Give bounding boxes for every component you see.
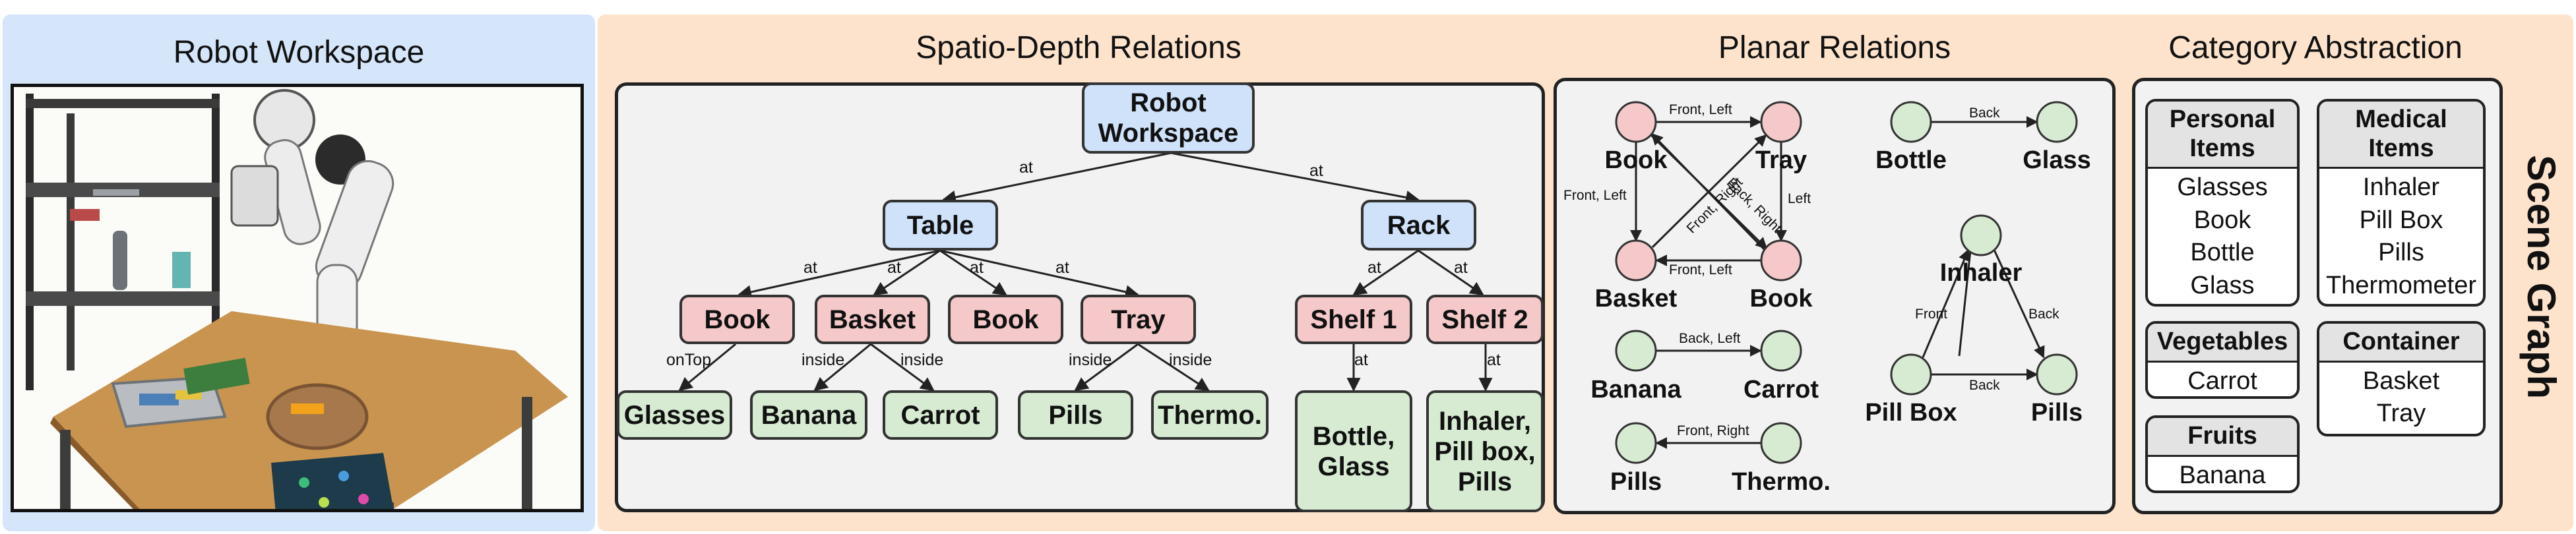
planar-edge-label: Front, Right: [1677, 423, 1749, 438]
planar-edge-label: Back: [1969, 105, 2000, 121]
planar-node-tray: Tray: [1755, 146, 1807, 174]
category-item: Banana: [2179, 461, 2266, 489]
table-objects-illustration: [111, 357, 394, 509]
category-item: Pill Box: [2359, 206, 2443, 234]
planar-node-pills: Pills: [1610, 468, 1662, 496]
category-item: Bottle: [2190, 239, 2255, 267]
planar-edge-label: Front: [1915, 307, 1948, 322]
category-card: Fruits Banana: [2145, 415, 2300, 493]
category-card: Medical Items Inhaler Pill Box Pills The…: [2317, 99, 2486, 307]
planar-node-book: Book: [1749, 285, 1813, 312]
node-book: Book: [679, 295, 795, 344]
category-card: Vegetables Carrot: [2145, 321, 2300, 399]
edge-label-ontop: onTop: [666, 351, 712, 369]
category-title: Container: [2319, 324, 2483, 363]
planar-edge-label: Left: [1788, 191, 1811, 206]
edge-label-at: at: [1354, 351, 1368, 369]
category-card: Container Basket Tray: [2317, 321, 2486, 436]
node-shelf-1: Shelf 1: [1295, 295, 1412, 344]
edge-label-at: at: [1019, 158, 1033, 177]
node-glasses: Glasses: [617, 390, 732, 440]
category-title: Personal Items: [2148, 102, 2297, 169]
node-thermo: Thermo.: [1151, 390, 1269, 440]
category-item: Thermometer: [2325, 271, 2477, 299]
node-shelf-2: Shelf 2: [1426, 295, 1544, 344]
category-item: Glasses: [2177, 173, 2268, 202]
planar-node-pill-box: Pill Box: [1865, 399, 1957, 427]
edge-label-inside: inside: [1069, 351, 1112, 369]
node-rack: Rack: [1361, 200, 1476, 251]
edge-label-at: at: [1454, 258, 1468, 277]
rack-shelf-illustration: [26, 94, 220, 390]
planar-node-thermo: Thermo.: [1732, 468, 1831, 496]
planar-edge-label: Back, Left: [1679, 331, 1741, 346]
planar-edge-label: Back: [2028, 307, 2059, 322]
robot-scene-illustration: [14, 87, 581, 509]
node-table: Table: [883, 200, 998, 251]
planar-node-inhaler: Inhaler: [1939, 259, 2023, 287]
planar-node-carrot: Carrot: [1743, 376, 1819, 403]
edge-label-inside: inside: [1169, 351, 1212, 369]
scene-graph-side-label: Scene Graph: [2519, 155, 2563, 400]
category-item: Glass: [2190, 271, 2255, 299]
category-title: Medical Items: [2319, 102, 2483, 169]
node-inhaler-pillbox-pills: Inhaler, Pill box, Pills: [1426, 390, 1544, 512]
planar-relations-title: Planar Relations: [1718, 30, 1951, 65]
node-pills: Pills: [1018, 390, 1133, 440]
category-item: Basket: [2362, 367, 2440, 395]
planar-node-book: Book: [1604, 146, 1668, 174]
edge-label-at: at: [970, 258, 984, 277]
edge-label-inside: inside: [900, 351, 944, 369]
edge-label-inside: inside: [801, 351, 845, 369]
planar-node-glass: Glass: [2023, 146, 2091, 174]
node-banana: Banana: [750, 390, 867, 440]
category-card: Personal Items Glasses Book Bottle Glass: [2145, 99, 2300, 307]
category-item: Tray: [2376, 400, 2426, 428]
planar-node-pills: Pills: [2030, 399, 2083, 427]
edge-label-at: at: [803, 258, 817, 277]
edge-label-at: at: [1055, 258, 1069, 277]
category-item: Inhaler: [2362, 173, 2440, 202]
category-item: Pills: [2378, 239, 2424, 267]
category-title: Vegetables: [2148, 324, 2297, 363]
planar-edge-label: Front, Left: [1669, 262, 1732, 278]
node-bottle-glass: Bottle, Glass: [1295, 390, 1412, 512]
edge-label-at: at: [1487, 351, 1501, 369]
workspace-title: Robot Workspace: [173, 35, 425, 70]
node-carrot: Carrot: [883, 390, 998, 440]
node-basket: Basket: [815, 295, 930, 344]
node-robot-workspace: Robot Workspace: [1082, 82, 1255, 154]
category-abstraction-title: Category Abstraction: [2168, 30, 2463, 65]
category-item: Carrot: [2187, 367, 2257, 395]
category-title: Fruits: [2148, 418, 2297, 457]
planar-edge-label: Back: [1969, 378, 2000, 393]
edge-label-at: at: [1309, 162, 1323, 180]
planar-node-basket: Basket: [1594, 285, 1678, 312]
node-tray: Tray: [1081, 295, 1196, 344]
edge-label-at: at: [887, 258, 901, 277]
spatio-depth-title: Spatio-Depth Relations: [916, 30, 1241, 65]
planar-edge-label: Front, Left: [1669, 102, 1732, 117]
planar-node-bottle: Bottle: [1875, 146, 1947, 174]
robot-workspace-photo: [11, 84, 584, 512]
planar-edge-label: Front, Left: [1563, 188, 1627, 203]
planar-node-banana: Banana: [1590, 376, 1681, 403]
edge-label-at: at: [1367, 258, 1381, 277]
category-item: Book: [2193, 206, 2251, 234]
node-book: Book: [948, 295, 1063, 344]
